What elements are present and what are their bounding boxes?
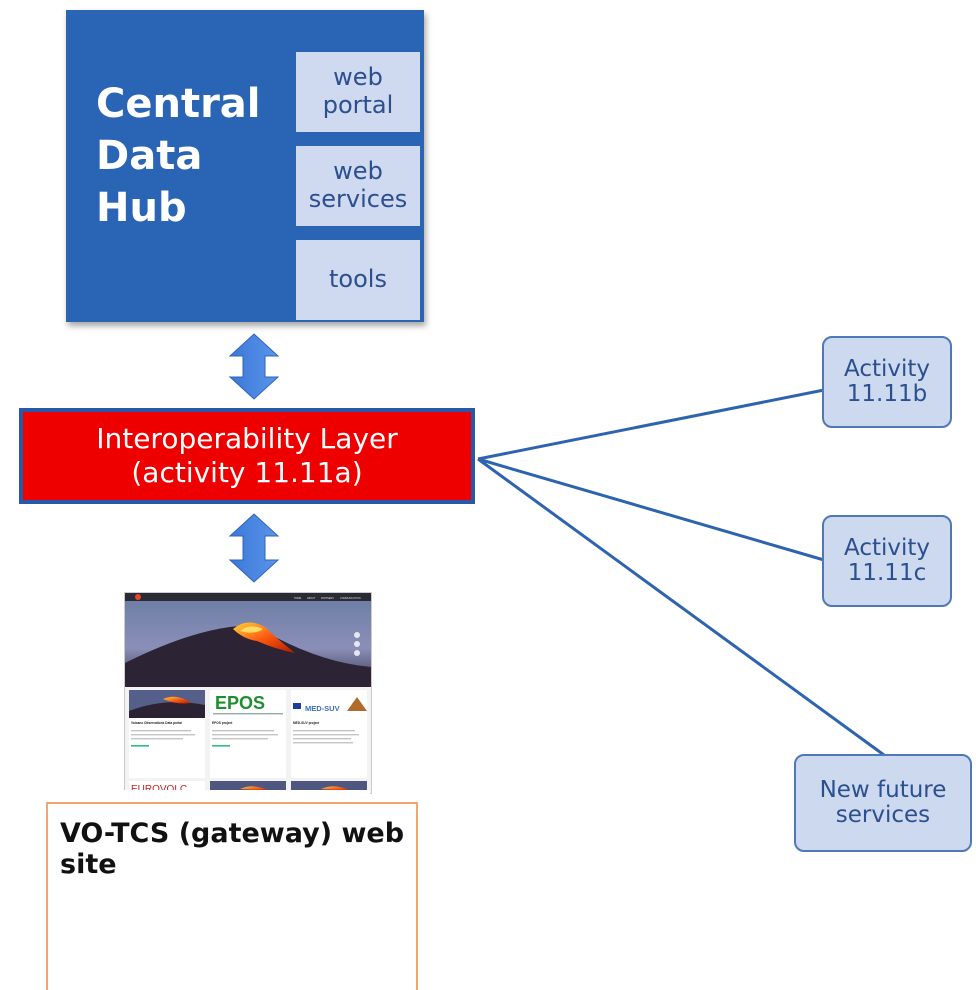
layer-site-arrow [228, 513, 280, 583]
thumb-card-medsuv: MED-SUV MED-SUV project [291, 690, 367, 778]
thumb-social-icon-3 [354, 650, 360, 656]
layer-title: Interoperability Layer [96, 422, 398, 456]
thumb-card-title-3: MED-SUV project [293, 721, 320, 725]
thumb-card-epos: EPOS EPOS project [210, 690, 286, 778]
line-to-activity-b [477, 388, 825, 461]
activity-11-11b: Activity 11.11b [822, 336, 952, 428]
thumb-nav-communication: COMMUNICATION [340, 597, 361, 600]
interoperability-layer: Interoperability Layer (activity 11.11a) [19, 408, 475, 504]
thumb-eurovolc-logo: EUROVOLC [131, 784, 187, 794]
hub-title: Central Data Hub [96, 81, 261, 231]
thumb-logo-icon [135, 594, 141, 600]
thumb-social-icon-1 [354, 632, 360, 638]
thumb-volcano [125, 626, 371, 687]
web-portal-box: web portal [296, 52, 420, 132]
activity-11-11c: Activity 11.11c [822, 515, 952, 607]
website-thumbnail: HOME ABOUT PARTNERS COMMUNICATION Volcan… [124, 592, 372, 794]
new-future-services: New future services [794, 754, 972, 852]
thumb-navbar [125, 593, 371, 601]
thumb-nav-partners: PARTNERS [321, 597, 334, 600]
thumb-epos-logo: EPOS [215, 693, 265, 713]
thumb-card-title-1: Volcano Observations Data portal [131, 721, 182, 725]
thumb-nav-about: ABOUT [307, 597, 316, 600]
layer-subtitle: (activity 11.11a) [131, 456, 363, 489]
website-thumbnail-fade [124, 790, 370, 802]
web-services-box: web services [296, 146, 420, 226]
line-to-future-services [477, 457, 885, 757]
line-to-activity-c [477, 457, 825, 562]
thumb-card-volcano-portal: Volcano Observations Data portal [129, 690, 205, 778]
thumb-card-title-2: EPOS project [212, 721, 233, 725]
thumb-social-icon-2 [354, 641, 360, 647]
thumb-nav-home: HOME [294, 597, 302, 600]
thumb-medsuv-logo: MED-SUV [305, 704, 340, 713]
tools-box: tools [296, 240, 420, 320]
hub-layer-arrow [228, 333, 280, 400]
website-caption: VO-TCS (gateway) web site [46, 802, 418, 990]
